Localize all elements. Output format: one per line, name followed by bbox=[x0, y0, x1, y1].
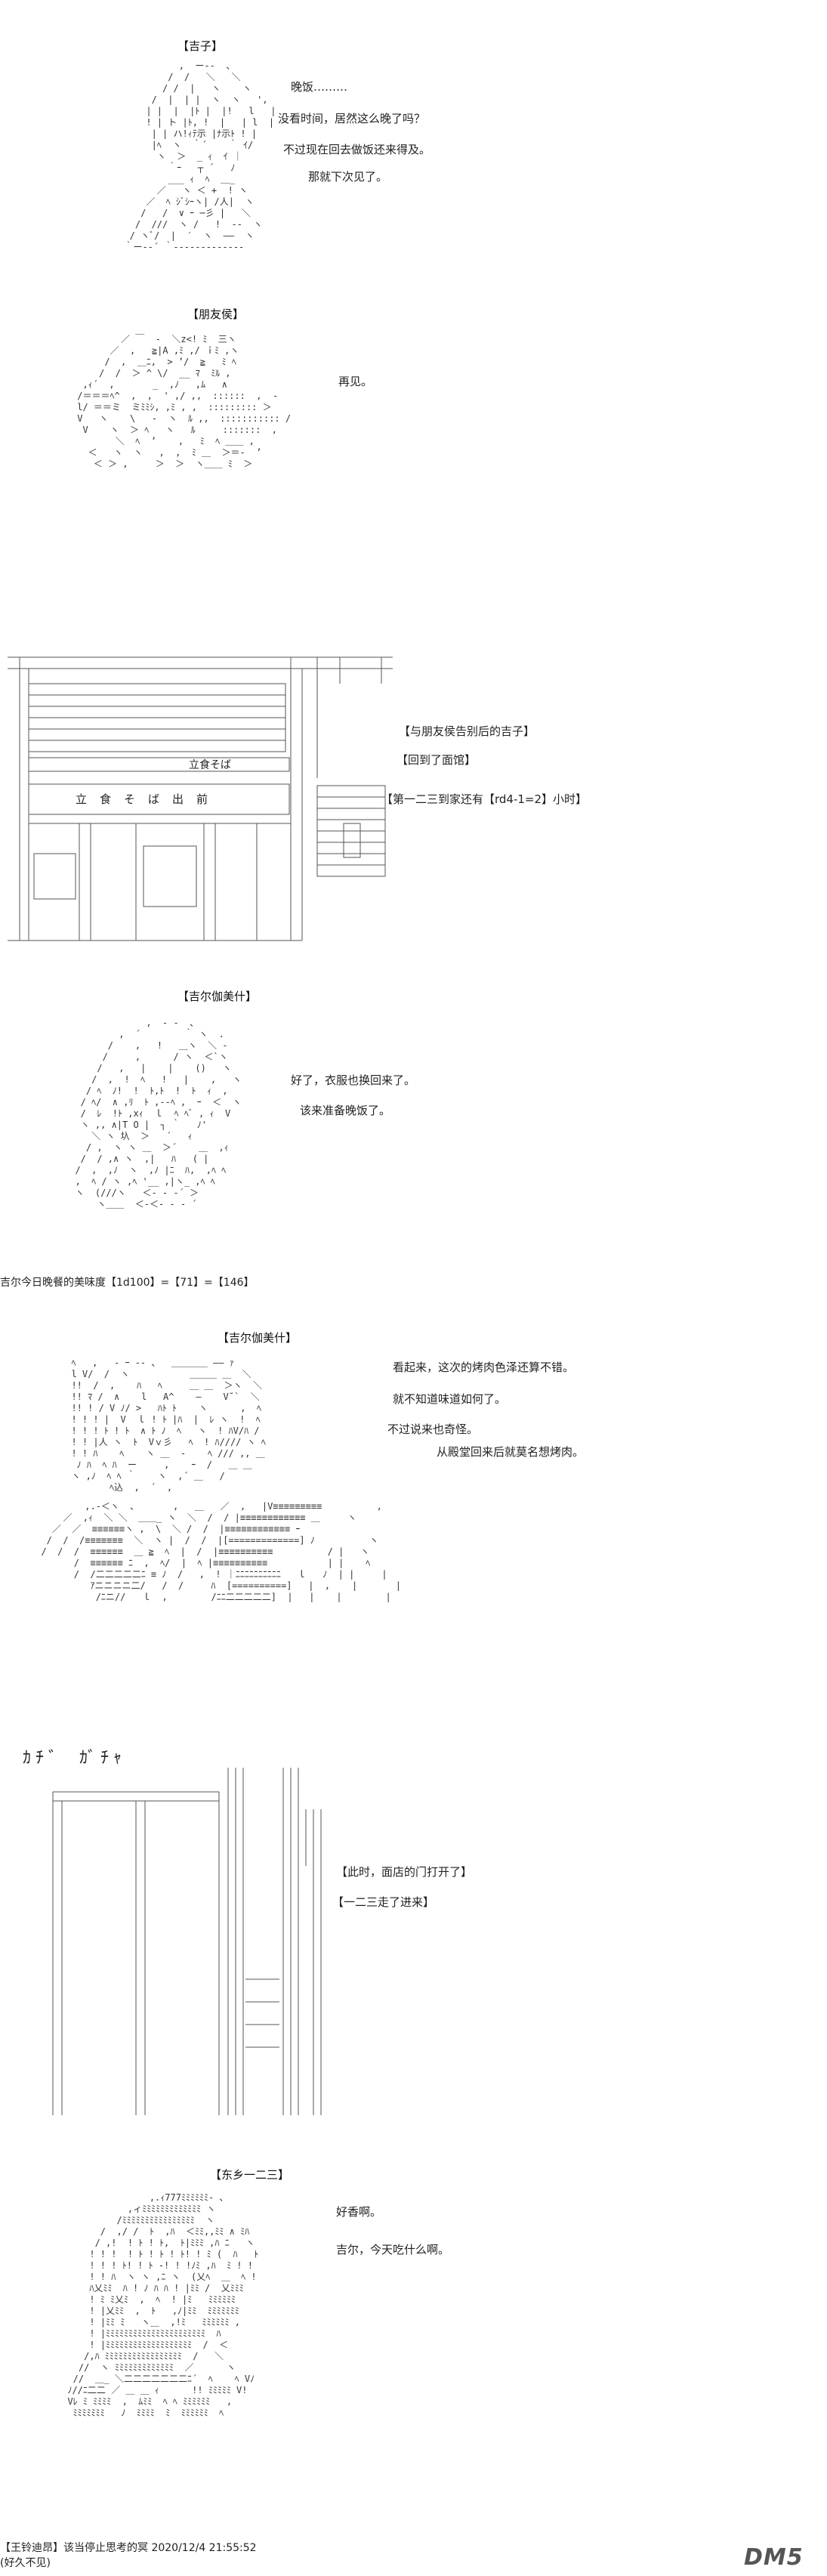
dialogue-line: 没看时间，居然这么晚了吗？ bbox=[278, 112, 426, 125]
dialogue-line: 该来准备晚饭了。 bbox=[300, 1104, 391, 1117]
dialogue-line: 看起来，这次的烤肉色泽还算不错。 bbox=[393, 1361, 575, 1374]
speaker-label: 【吉子】 bbox=[177, 39, 224, 53]
ascii-art-roast-meat: ,.‐＜ヽ ､ , ＿ ／ , |V≡≡≡≡≡≡≡≡≡ , ／ ,ｨ ＼ ＼ ＿… bbox=[41, 1501, 402, 1602]
dialogue-line: 不过现在回去做饭还来得及。 bbox=[283, 143, 431, 156]
dialogue-line: 再见。 bbox=[338, 375, 373, 388]
post-footer-sub: (好久不见) bbox=[0, 2557, 51, 2569]
dialogue-line: 吉尔，今天吃什么啊。 bbox=[336, 2243, 450, 2256]
ascii-art-yoshiko: , ー‐‐ 、 / / ＼ ＼ / / | ヽ ヽ / | | | ヽ ヽ ',… bbox=[124, 60, 276, 252]
narration-note: 【与朋友侯告别后的吉子】 bbox=[399, 724, 535, 738]
dialogue-line: 好香啊。 bbox=[336, 2205, 382, 2219]
shop-sign: 立食そば bbox=[189, 759, 231, 771]
shop-curtain: 立 食 そ ば 出 前 bbox=[76, 792, 209, 806]
sound-effect: ｶﾁ゛ ｶﾞﾁｬ bbox=[23, 1749, 126, 1768]
ascii-art-hifumi: ,.ｨ777ﾐﾐﾐﾐﾐﾐ‐ 、 ,ィﾐﾐﾐﾐﾐﾐﾐﾐﾐﾐﾐﾐﾐ ヽ /ﾐﾐﾐﾐﾐ… bbox=[67, 2192, 259, 2418]
speaker-label: 【东乡一二三】 bbox=[210, 2168, 290, 2182]
narration-note: 【第一二三到家还有【rd4-1=2】小时】 bbox=[381, 792, 588, 806]
ascii-art-gilgamesh-1: , ‐ ‐ 、 , ´ ｀ ヽ . / , ! ＿ヽ ＼ ‐ / , / ヽ ＜… bbox=[75, 1018, 242, 1209]
narration-note: 【一二三走了进来】 bbox=[332, 1895, 435, 1909]
dialogue-line: 从殿堂回来后就莫名想烤肉。 bbox=[437, 1445, 585, 1459]
speaker-label: 【吉尔伽美什】 bbox=[218, 1331, 298, 1345]
dialogue-line: 好了，衣服也换回来了。 bbox=[291, 1073, 416, 1087]
speaker-label: 【朋友侯】 bbox=[187, 307, 245, 321]
post-footer: 【王铃迪昂】该当停止思考的冥 2020/12/4 21:55:52 bbox=[0, 2542, 257, 2554]
ascii-art-gilgamesh-2: ﾍ , ‐ ｰ ‐‐ 、 ＿＿＿＿ ―― ｧ l V/ / ヽ ＿＿＿ ＿ ＼ … bbox=[71, 1357, 266, 1493]
dialogue-line: 那就下次见了。 bbox=[308, 170, 388, 184]
site-watermark: DM5 bbox=[744, 2544, 804, 2571]
narration-note: 【回到了面馆】 bbox=[397, 753, 477, 767]
dialogue-line: 就不知道味道如何了。 bbox=[393, 1392, 507, 1406]
speaker-label: 【吉尔伽美什】 bbox=[177, 990, 258, 1003]
dialogue-note: 吉尔今日晚餐的美味度【1d100】=【71】=【146】 bbox=[0, 1277, 255, 1289]
dialogue-line: 晚饭……… bbox=[291, 80, 348, 94]
narration-note: 【此时，面店的门打开了】 bbox=[336, 1865, 473, 1879]
ascii-art-friend: ／ ￣ ‐ ＼z<! ﾐ 三ヽ ／ , ≧|A ,ﾐ ,/ ｉﾐ ,ヽ / , … bbox=[77, 334, 292, 469]
dialogue-line: 不过说来也奇怪。 bbox=[387, 1422, 479, 1436]
